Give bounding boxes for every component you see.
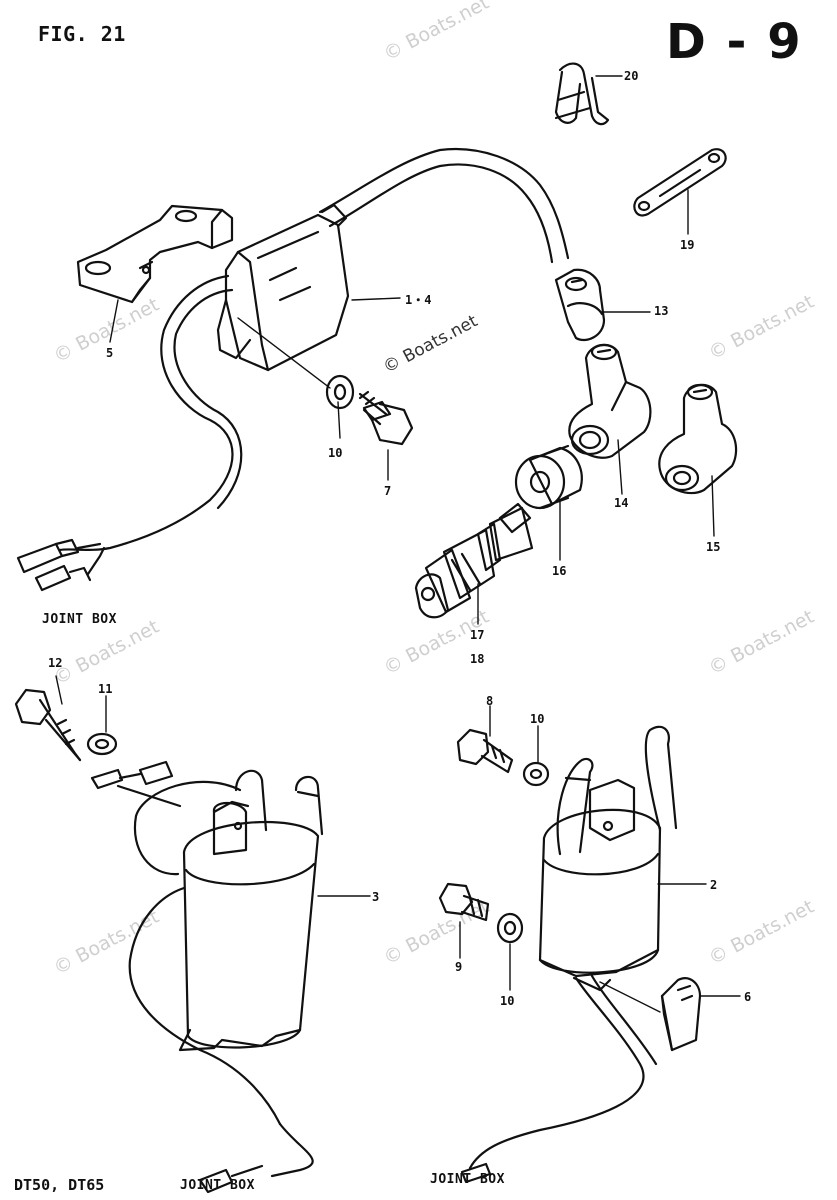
callout-13: 13 bbox=[654, 304, 669, 318]
clip-part-6 bbox=[599, 977, 702, 1052]
bracket-part-5 bbox=[76, 204, 234, 304]
callout-2: 2 bbox=[710, 878, 718, 892]
leader-lines bbox=[55, 75, 741, 997]
callout-3: 3 bbox=[372, 890, 380, 904]
callout-7: 7 bbox=[384, 484, 392, 498]
clip-part-20 bbox=[554, 62, 610, 126]
callout-6: 6 bbox=[744, 990, 752, 1004]
plug-cap-part-15 bbox=[658, 383, 738, 495]
callout-15: 15 bbox=[706, 540, 721, 554]
spark-plug-part-17 bbox=[414, 502, 534, 619]
bolt-part-8 bbox=[456, 728, 514, 774]
bolt-part-12 bbox=[14, 688, 82, 762]
callout-14: 14 bbox=[614, 496, 629, 510]
ignition-coil-part-2 bbox=[468, 725, 678, 1170]
callout-5: 5 bbox=[106, 346, 114, 360]
ignition-coil-part-3 bbox=[128, 769, 324, 1178]
callout-9: 9 bbox=[455, 960, 463, 974]
boot-part-13 bbox=[554, 268, 606, 342]
callout-10: 10 bbox=[530, 712, 545, 726]
callout-20: 20 bbox=[624, 69, 639, 83]
connector-joint-box-left bbox=[198, 1164, 264, 1194]
callout-18: 18 bbox=[470, 652, 485, 666]
joint-box-label: JOINT BOX bbox=[42, 612, 117, 627]
connector-joint-box-right bbox=[460, 1162, 492, 1184]
terminal-leads bbox=[90, 760, 182, 808]
washer-part-10 bbox=[496, 912, 524, 944]
washer-part-11 bbox=[86, 732, 118, 756]
callout-12: 12 bbox=[48, 656, 63, 670]
callout-19: 19 bbox=[680, 238, 695, 252]
bolt-part-9 bbox=[438, 882, 490, 922]
strap-part-19 bbox=[633, 148, 727, 217]
callout-8: 8 bbox=[486, 694, 494, 708]
connector-joint-box-top bbox=[16, 538, 106, 592]
callout-17: 17 bbox=[470, 628, 485, 642]
cover-ring-part-16 bbox=[514, 444, 583, 510]
joint-box-label: JOINT BOX bbox=[180, 1178, 255, 1193]
joint-box-label: JOINT BOX bbox=[430, 1172, 505, 1187]
callout-16: 16 bbox=[552, 564, 567, 578]
figure-label: FIG. 21 bbox=[38, 22, 126, 46]
callout-10: 10 bbox=[328, 446, 343, 460]
callout-1-4: 1・4 bbox=[405, 293, 432, 307]
bolt-part-7 bbox=[358, 390, 414, 446]
washer-part-10 bbox=[522, 761, 550, 787]
callout-11: 11 bbox=[98, 682, 113, 696]
model-label: DT50, DT65 bbox=[14, 1176, 105, 1194]
callout-10: 10 bbox=[500, 994, 515, 1008]
plug-cap-part-14 bbox=[568, 343, 652, 459]
section-code: D - 9 bbox=[666, 14, 803, 70]
washer-part-10 bbox=[237, 317, 355, 410]
ignition-coil-part-1-4 bbox=[58, 148, 570, 552]
